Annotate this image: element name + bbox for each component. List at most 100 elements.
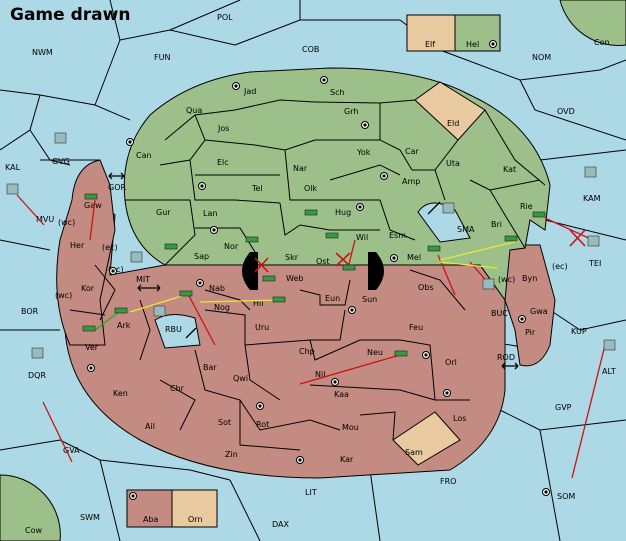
label-aba: Aba [143, 515, 159, 524]
label-fro: FRO [440, 477, 456, 486]
label-con: Con [594, 38, 610, 47]
label-ark: Ark [117, 321, 131, 330]
label-chp: Chp [299, 347, 315, 356]
label-bar: Bar [203, 363, 217, 372]
label-rod: ROD [497, 353, 515, 362]
label-car: Car [405, 147, 419, 156]
label-orl: Orl [445, 358, 457, 367]
label-can: Can [136, 151, 152, 160]
label-lan: Lan [203, 209, 217, 218]
home-box-top [406, 14, 501, 52]
label-kat: Kat [503, 165, 516, 174]
label-som: SOM [557, 492, 575, 501]
fleet-units [6, 132, 616, 359]
label-gwa: Gwa [530, 307, 548, 316]
label-jad: Jad [243, 87, 256, 96]
label-kal: KAL [5, 163, 21, 172]
label-nar: Nar [293, 164, 308, 173]
label-orn: Orn [188, 515, 203, 524]
region-sam[interactable] [392, 411, 461, 466]
label-sch: Sch [330, 88, 345, 97]
label-feu: Feu [409, 323, 423, 332]
barrier-west [242, 252, 258, 290]
label-grh: Grh [344, 107, 358, 116]
region-labels: POL NWM FUN COB NOM Con Elf Hel OVD KAL … [5, 13, 616, 535]
label-pir: Pir [525, 328, 536, 337]
home-box-bottom [126, 489, 218, 528]
label-tel: Tel [251, 184, 263, 193]
label-qwi: Qwi [233, 374, 248, 383]
label-elc: Elc [217, 158, 229, 167]
label-fun: FUN [154, 53, 170, 62]
label-hel: Hel [466, 40, 479, 49]
label-yok: Yok [356, 148, 371, 157]
label-nor: Nor [224, 242, 239, 251]
label-her: Her [70, 241, 85, 250]
label-olk: Olk [304, 184, 318, 193]
label-kam: KAM [583, 194, 601, 203]
label-kar: Kar [340, 455, 354, 464]
label-nab: Nab [209, 284, 225, 293]
label-gur: Gur [156, 208, 171, 217]
label-rbu: RBU [165, 325, 182, 334]
label-rie: Rie [520, 202, 533, 211]
coast-tag: (wc) [498, 275, 515, 284]
province-borders [69, 99, 546, 451]
label-chr: Chr [170, 384, 185, 393]
label-eun: Eun [325, 294, 340, 303]
land-red-west[interactable] [56, 159, 116, 346]
label-gor: GOR [108, 183, 126, 192]
lake-rbu [154, 314, 201, 349]
label-dax: DAX [272, 520, 289, 529]
land-red-east[interactable] [504, 244, 556, 367]
label-obs: Obs [418, 283, 434, 292]
coast-tag: (ec) [552, 262, 568, 271]
label-eld: Eld [447, 119, 459, 128]
game-status-title: Game drawn [10, 5, 130, 25]
label-kup: KUP [571, 327, 587, 336]
label-amp: Amp [402, 177, 420, 186]
label-pol: POL [217, 13, 233, 22]
label-los: Los [453, 414, 466, 423]
coast-tag: (wc) [55, 291, 72, 300]
supply-center [491, 42, 495, 46]
label-neu: Neu [367, 348, 383, 357]
barrier-east [368, 252, 384, 290]
region-orn[interactable] [171, 489, 218, 528]
label-hil: Hil [253, 299, 263, 308]
supply-centers [87, 76, 550, 496]
label-mou: Mou [342, 423, 359, 432]
label-kor: Kor [81, 284, 95, 293]
label-gaw: Gaw [84, 201, 102, 210]
label-dqr: DQR [28, 371, 46, 380]
label-jos: Jos [217, 124, 229, 133]
label-bor: BOR [21, 307, 39, 316]
label-zin: Zin [225, 450, 238, 459]
label-cow: Cow [25, 526, 42, 535]
label-hug: Hug [335, 208, 351, 217]
label-ver: Ver [85, 343, 99, 352]
label-cob: COB [302, 45, 319, 54]
label-gvp: GVP [555, 403, 572, 412]
region-cow[interactable] [0, 474, 61, 541]
label-sot: Sot [218, 418, 231, 427]
label-gvg: GVG [52, 157, 70, 166]
label-gva: GVA [63, 446, 80, 455]
label-mit: MIT [136, 275, 150, 284]
label-sam: Sam [405, 448, 423, 457]
label-elf: Elf [425, 40, 435, 49]
label-qua: Qua [186, 106, 202, 115]
coast-tag: (wc) [58, 218, 75, 227]
label-uru: Uru [255, 323, 269, 332]
label-nom: NOM [532, 53, 551, 62]
label-ovd: OVD [557, 107, 575, 116]
label-nil: Nil [315, 370, 325, 379]
label-lit: LIT [305, 488, 317, 497]
label-tei: TEI [588, 259, 601, 268]
label-swm: SWM [80, 513, 100, 522]
label-skr: Skr [285, 253, 299, 262]
failed-marks [254, 229, 586, 273]
label-sma: SMA [457, 225, 475, 234]
region-elf[interactable] [406, 14, 456, 52]
